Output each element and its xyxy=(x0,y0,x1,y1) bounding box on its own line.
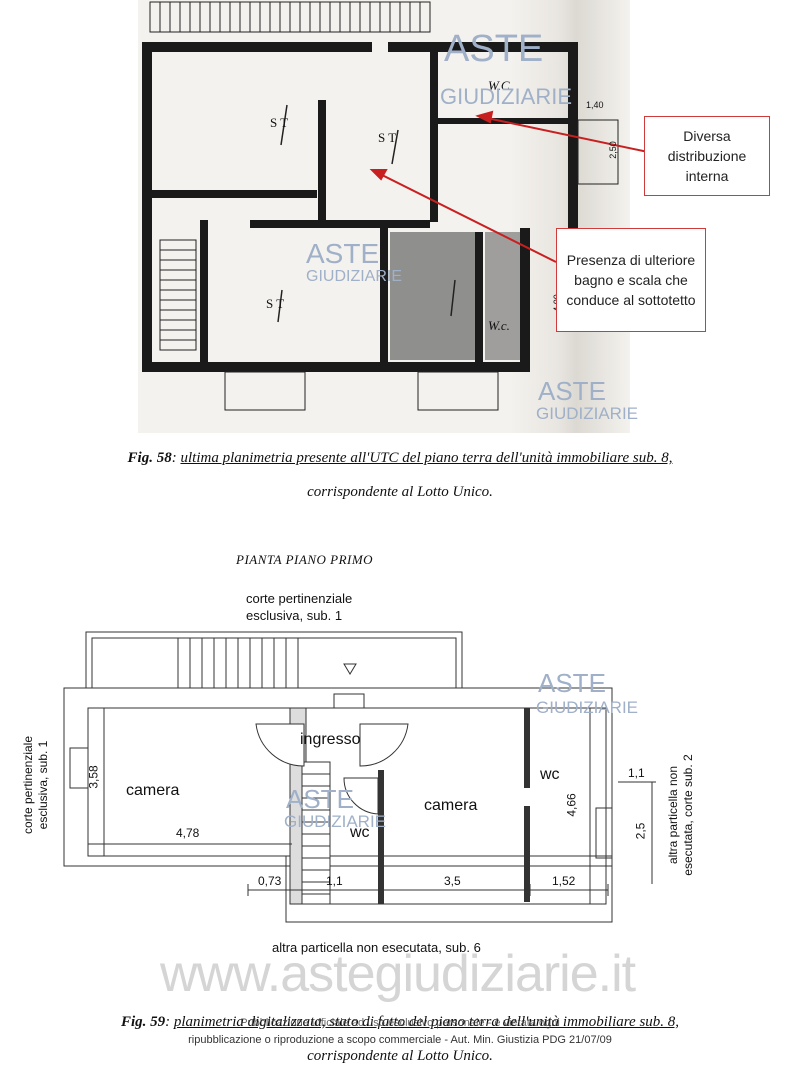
caption-fig-59-label: Fig. 59 xyxy=(120,1014,166,1030)
room-wc-center: wc xyxy=(350,824,370,841)
dim-bottom-1: 0,73 xyxy=(258,874,282,888)
plan-title: PIANTA PIANO PRIMO xyxy=(236,552,374,567)
watermark-giudiziarie-4: GIUDIZIARIE xyxy=(536,698,639,717)
caption-fig-58-text: ultima planimetria presente all'UTC del … xyxy=(180,450,673,466)
bottom-label: altra particella non esecutata, sub. 6 xyxy=(272,940,481,955)
left-window xyxy=(69,747,89,789)
direction-marks xyxy=(277,104,456,323)
figure-59-plan xyxy=(63,631,656,923)
door-swings xyxy=(255,723,409,815)
callout-diversa-distribuzione: Diversa distribuzione interna xyxy=(644,116,770,196)
left-label-line2: esclusiva, sub. 1 xyxy=(36,740,50,830)
dim-140: 1,40 xyxy=(586,100,604,110)
room-label-3: S T xyxy=(266,296,285,311)
watermark-giudiziarie-3: GIUDIZIARIE xyxy=(536,404,639,423)
dimension-lines xyxy=(88,708,656,904)
caption-fig-58-label: Fig. 58 xyxy=(127,450,172,466)
caption-fig-58-line1: Fig. 58: ultima planimetria presente all… xyxy=(127,450,673,466)
wc-label-bottom: W.c. xyxy=(488,318,510,333)
watermark-aste-5: ASTE xyxy=(286,784,354,814)
footer-line2: ripubblicazione o riproduzione a scopo c… xyxy=(188,1034,612,1046)
caption-fig-59-line1: Fig. 59: planimetria digitalizzata, stat… xyxy=(120,1014,680,1030)
stair xyxy=(159,239,197,351)
shaded-room-wc xyxy=(485,232,520,360)
caption-fig-59-text: planimetria digitalizzata, stato di fatt… xyxy=(173,1014,680,1030)
dim-w-left: 4,78 xyxy=(176,826,200,840)
watermark-site: www.astegiudiziarie.it xyxy=(160,945,636,1003)
right-label: altra particella non esecutata, corte su… xyxy=(666,730,696,900)
right-label-line1: altra particella non xyxy=(666,765,680,865)
stair-2 xyxy=(301,761,331,905)
dim-bottom-2: 1,1 xyxy=(326,874,343,888)
left-label: corte pertinenziale esclusiva, sub. 1 xyxy=(21,705,51,865)
watermark-aste-3: ASTE xyxy=(538,376,606,406)
dim-h-left: 3,58 xyxy=(86,765,101,789)
side-balcony xyxy=(577,119,619,185)
dim-bottom-4: 1,52 xyxy=(552,874,576,888)
dim-250: 2,50 xyxy=(607,141,618,159)
footer-line1: Pubblicazione ufficiale ad uso esclusivo… xyxy=(240,1017,560,1029)
callout-arrows xyxy=(369,110,649,263)
watermark-aste-1: ASTE xyxy=(444,28,544,70)
room-ingresso: ingresso xyxy=(300,731,361,748)
right-label-line2: esecutata, corte sub. 2 xyxy=(681,754,695,876)
dim-bottom-3: 3,5 xyxy=(444,874,461,888)
watermark-aste-4: ASTE xyxy=(538,668,606,698)
dim-h-right: 4,66 xyxy=(564,793,579,817)
top-label-line1: corte pertinenziale xyxy=(246,591,353,606)
right-window xyxy=(595,807,613,859)
top-hatch xyxy=(149,1,431,33)
left-label-line1: corte pertinenziale xyxy=(21,735,35,835)
top-label-line2: esclusiva, sub. 1 xyxy=(246,608,343,623)
room-wc-right: wc xyxy=(540,766,560,783)
room-label-2: S T xyxy=(378,130,397,145)
watermark-giudiziarie-2: GIUDIZIARIE xyxy=(306,268,403,285)
dim-right-1: 1,1 xyxy=(628,766,645,780)
balcony-right xyxy=(417,371,499,411)
top-label: corte pertinenziale esclusiva, sub. 1 xyxy=(246,590,352,624)
watermark-giudiziarie-5: GIUDIZIARIE xyxy=(284,812,387,831)
room-camera-right: camera xyxy=(424,797,478,814)
caption-fig-58-line2: corrispondente al Lotto Unico. xyxy=(307,484,493,500)
watermark-aste-2: ASTE xyxy=(306,238,380,269)
watermark-giudiziarie-1: GIUDIZIARIE xyxy=(440,84,573,109)
wc-label-top: W.C. xyxy=(488,78,513,93)
caption-fig-59-line2: corrispondente al Lotto Unico. xyxy=(307,1048,493,1064)
figure-58-plan xyxy=(142,1,649,411)
room-camera-left: camera xyxy=(126,782,180,799)
room-label-1: S T xyxy=(270,115,289,130)
top-terrace xyxy=(85,631,463,689)
callout-ulteriore-bagno: Presenza di ulteriore bagno e scala che … xyxy=(556,228,706,332)
entrance-marker xyxy=(343,663,357,675)
shaded-room-stair xyxy=(390,232,475,360)
dim-right-2: 2,5 xyxy=(633,822,648,840)
balcony-left xyxy=(224,371,306,411)
